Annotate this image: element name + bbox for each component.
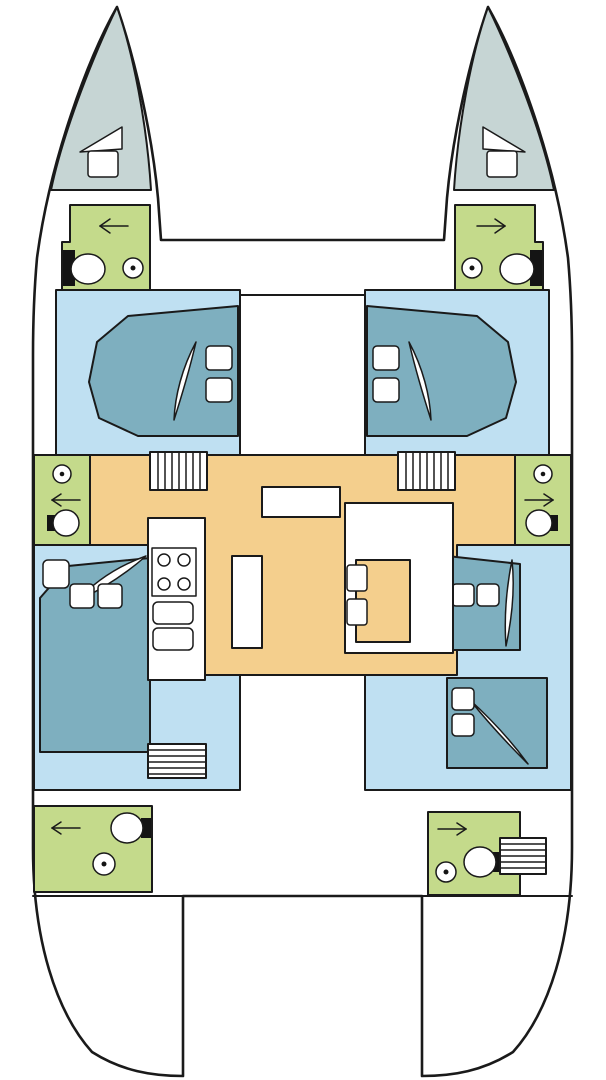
forward-head-right [454,204,544,291]
galley-island [231,555,263,649]
stove-icon [151,547,197,597]
mid-cabin-right [364,544,572,791]
pillow [451,713,475,737]
staircase-icon [499,837,547,875]
toilet-icon [110,812,144,844]
galley-counter [147,517,206,681]
door-swing-icon [504,559,514,647]
forward-head-left [61,204,151,291]
door-arrow-icon [524,493,554,507]
side-head-right [514,454,572,546]
toilet-tank [549,515,558,531]
aft-head-left [33,805,153,893]
toilet-icon [463,846,497,878]
door-arrow-icon [99,218,129,234]
toilet-tank [47,515,56,531]
pillow [372,345,400,371]
staircase-icon [397,451,456,491]
forward-cabin-right [364,289,550,456]
bow-deck-right [453,6,555,191]
pillow [451,583,475,607]
toilet-icon [525,509,553,537]
door-swing-icon [408,341,432,421]
toilet-icon [52,509,80,537]
settee [344,502,454,654]
pillow [205,345,233,371]
pillow [69,583,95,609]
door-arrow-icon [51,493,81,507]
toilet-icon [499,253,535,285]
nightstand [42,559,70,589]
pillow [372,377,400,403]
door-swing-icon [469,699,529,765]
settee-table [346,598,368,626]
bed-icon [88,305,239,437]
bed-icon [366,305,517,437]
aft-head-right [427,811,547,896]
bow-deck-left [50,6,152,191]
pillow [476,583,500,607]
door-arrow-icon [437,822,467,836]
pillow [97,583,123,609]
deck-hatch-icon [87,150,119,178]
door-arrow-icon [51,821,81,835]
salon-front-door [261,486,341,518]
door-arrow-icon [476,218,506,234]
staircase-icon [147,743,207,779]
settee-table [346,564,368,592]
toilet-tank [141,818,151,838]
door-swing-icon [173,341,197,421]
side-head-left [33,454,91,546]
deck-hatch-icon [486,150,518,178]
toilet-tank [492,852,502,872]
pillow [205,377,233,403]
toilet-icon [70,253,106,285]
pillow [451,687,475,711]
staircase-icon [149,451,208,491]
forward-cabin-left [55,289,241,456]
galley-sink-icon [152,601,194,651]
